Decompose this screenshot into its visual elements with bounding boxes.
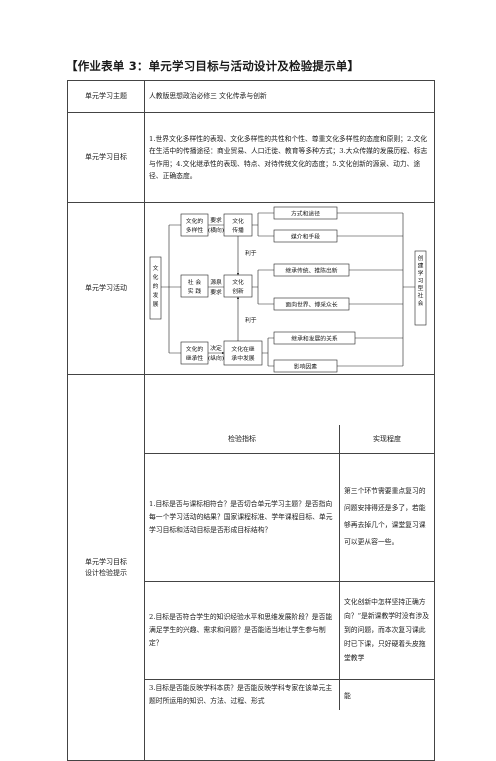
node-media: 媒介和手段	[291, 233, 320, 241]
link-require-1: 要求	[210, 216, 222, 224]
vertical-char: 展	[153, 301, 159, 308]
indicator-2: 2.目标是否符合学生的知识经验水平和思维发展阶段？是否能满足学生的兴趣、需求和问…	[145, 580, 340, 680]
node-practice-1: 社 会	[188, 278, 202, 286]
node-spread-2: 传播	[232, 226, 244, 234]
node-practice-2: 实 践	[188, 287, 202, 295]
header-degree: 实现程度	[339, 425, 434, 454]
node-tradition: 继承传统、推陈出新	[285, 267, 337, 275]
vertical-char: 的	[153, 282, 159, 290]
node-innovate-2: 创新	[232, 287, 244, 295]
vertical-char: 发	[153, 291, 159, 299]
node-innovate-1: 文化	[232, 278, 244, 286]
node-develop-1: 文化在继	[231, 345, 254, 353]
topic-value: 人教版思想政治必修三 文化传承与创新	[144, 80, 435, 113]
node-relation: 继承和发展的关系	[291, 335, 338, 343]
vertical-char: 化	[153, 273, 159, 281]
activity-label: 单元学习活动	[67, 202, 145, 375]
node-diversity-1: 文化的	[186, 217, 204, 225]
node-factors: 影响因素	[294, 363, 317, 371]
vertical-char: 创	[418, 254, 424, 262]
page-title: 【作业表单 3：单元学习目标与活动设计及检验提示单】	[66, 59, 360, 73]
topic-label: 单元学习主题	[67, 80, 145, 113]
header-indicator: 检验指标	[145, 425, 340, 454]
rubric-table: 检验指标 实现程度 1.目标是否与课标相符合？是否切合单元学习主题？是否指向每一…	[145, 425, 434, 710]
link-require: 要求	[210, 288, 222, 296]
degree-1: 第三个环节需要重点复习的问题安排得还是多了，若能够再去掉几个，课堂复习课可以更从…	[339, 452, 434, 582]
link-require-2: (横向)	[208, 226, 224, 234]
degree-3: 能	[339, 678, 434, 710]
goal-value: 1.世界文化多样性的表现、文化多样性的共性和个性、尊重文化多样性的态度和原则；2…	[144, 112, 435, 203]
worksheet-table: 单元学习主题 人教版思想政治必修三 文化传承与创新 单元学习目标 1.世界文化多…	[67, 80, 435, 761]
vertical-char: 型	[418, 284, 424, 292]
node-inherit-2: 继承性	[186, 354, 204, 362]
node-world: 面向世界、博采众长	[285, 301, 337, 309]
vertical-char: 习	[418, 278, 424, 285]
vertical-char: 学	[418, 269, 424, 277]
activity-cell: 文化的 多样性 社 会 实 践 文化的 继承性 要求 (横向) 源泉 要求 决定…	[144, 202, 435, 375]
link-source: 源泉	[210, 278, 222, 286]
link-decide-1: 决定	[210, 344, 222, 352]
vertical-char: 会	[418, 299, 424, 307]
node-diversity-2: 多样性	[186, 226, 204, 234]
degree-2: 文化创新中怎样坚持正确方向？”是新课教学时没有涉及到的问题，而本次复习课此时已下…	[339, 580, 434, 680]
indicator-1: 1.目标是否与课标相符合？是否切合单元学习主题？是否指向每一个学习活动的结果？国…	[145, 452, 340, 582]
vertical-char: 文	[153, 264, 159, 272]
node-develop-2: 承中发展	[231, 354, 254, 362]
node-method: 方式和途径	[291, 210, 320, 218]
link-benefit-bottom: 利于	[245, 316, 257, 324]
link-benefit-top: 利于	[245, 249, 257, 257]
link-decide-2: (纵向)	[208, 354, 224, 362]
concept-diagram: 文化的 多样性 社 会 实 践 文化的 继承性 要求 (横向) 源泉 要求 决定…	[149, 206, 427, 373]
diagram-right-box	[414, 250, 427, 326]
vertical-char: 社	[418, 292, 424, 300]
check-label: 单元学习目标 设计检验提示	[67, 374, 145, 761]
vertical-char: 建	[418, 262, 424, 270]
node-spread-1: 文化	[232, 217, 244, 225]
diagram-left-box	[149, 256, 162, 320]
goal-label: 单元学习目标	[67, 112, 145, 203]
indicator-3: 3.目标是否能反映学科本质？是否能反映学科专家在该单元主题时所运用的知识、方法、…	[145, 678, 340, 710]
check-cell: 检验指标 实现程度 1.目标是否与课标相符合？是否切合单元学习主题？是否指向每一…	[144, 374, 435, 761]
node-inherit-1: 文化的	[186, 345, 204, 353]
